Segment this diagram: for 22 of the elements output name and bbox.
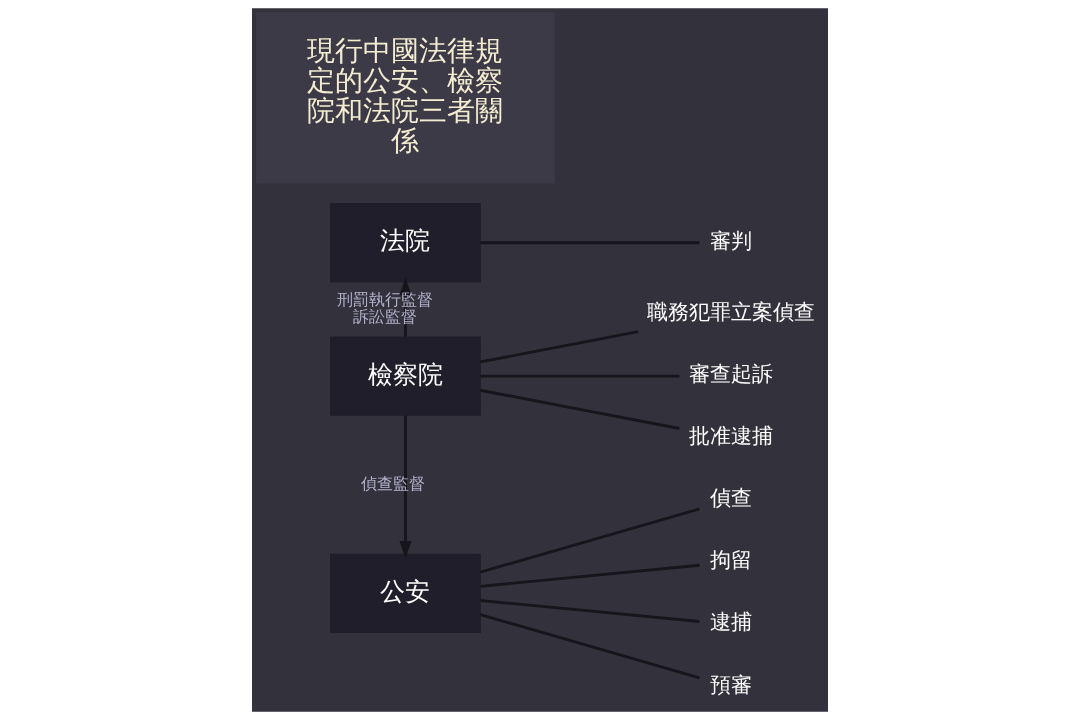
node-text: 預審 [709,672,752,697]
connector [480,241,700,245]
node-box: 公安 [330,553,481,634]
connector [480,374,680,378]
connector [480,388,680,430]
node-text: 批准逮捕 [688,424,773,449]
node-text: 審判 [709,228,752,253]
node-text: 拘留 [709,548,752,573]
arrow [399,415,412,559]
edge-label: 刑罰執行監督訴訟監督 [336,290,433,327]
node-box: 檢察院 [330,336,481,416]
node-text: 職務犯罪立案偵查 [646,300,815,325]
connector [479,613,700,680]
connector [479,507,700,574]
node-text: 逮捕 [709,610,752,635]
connector [480,330,639,364]
node-box: 法院 [330,203,481,283]
edge-label: 偵查監督 [361,474,426,493]
node-text: 偵查 [709,486,752,511]
connector [480,599,700,623]
connector [480,563,700,588]
node-text: 審查起訴 [688,362,773,387]
